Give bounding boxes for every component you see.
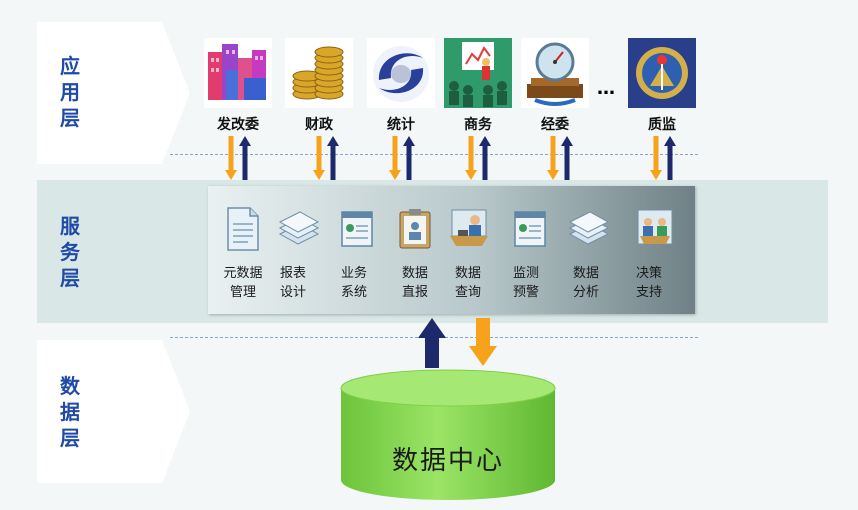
service-label-data-query: 数据 查询 [454, 266, 481, 300]
data-layer-label: 数 据 层 [60, 374, 80, 450]
more-apps-ellipsis: … [597, 78, 615, 99]
app-label-finance: 财政 [305, 117, 333, 133]
separator-top [170, 154, 698, 155]
business-meeting-icon [444, 38, 512, 108]
service-layer-label: 服 务 层 [60, 214, 80, 290]
arrow-pair-ndrc [225, 136, 251, 180]
stacked-sheets-icon-2 [568, 206, 610, 252]
buildings-icon [204, 38, 272, 108]
service-label-business-system: 业务 系统 [340, 266, 367, 300]
app-label-commerce: 商务 [464, 117, 492, 133]
service-label-report-design: 报表 设计 [279, 266, 306, 300]
arrow-pair-commerce [465, 136, 491, 180]
arrow-pair-statistics [389, 136, 415, 180]
separator-bottom [170, 337, 698, 338]
big-up-arrow [418, 318, 446, 368]
person-desk-icon [448, 206, 488, 252]
service-label-monitoring: 监测 预警 [512, 266, 539, 300]
app-label-statistics: 统计 [387, 117, 415, 133]
arrow-pair-economic [547, 136, 573, 180]
service-label-data-analysis: 数据 分析 [572, 266, 599, 300]
big-down-arrow [469, 318, 497, 366]
meeting-icon [634, 206, 673, 252]
app-label-economic-commission: 经委 [541, 117, 569, 133]
document-icon [224, 206, 262, 252]
application-layer-label: 应 用 层 [60, 54, 80, 130]
gauge-icon [521, 38, 589, 108]
clipboard-icon [396, 206, 434, 252]
arrow-pair-quality [650, 136, 676, 180]
service-label-direct-report: 数据 直报 [401, 266, 428, 300]
coins-icon [285, 38, 353, 108]
app-label-ndrc: 发改委 [217, 117, 259, 133]
data-layer-tag [37, 340, 190, 483]
monitor-window-icon [511, 206, 549, 252]
service-panel [208, 186, 695, 314]
window-icon [338, 206, 376, 252]
statistics-logo-icon [367, 38, 435, 108]
data-center-cylinder [340, 369, 556, 500]
arrow-pair-finance [313, 136, 339, 180]
app-label-quality-supervision: 质监 [648, 117, 676, 133]
stacked-sheets-icon [278, 206, 320, 252]
application-layer-tag [37, 22, 190, 164]
service-label-decision-support: 决策 支持 [635, 266, 662, 300]
data-center-label: 数据中心 [391, 446, 504, 476]
quality-emblem-icon [628, 38, 696, 108]
service-label-metadata: 元数据 管理 [223, 266, 263, 300]
